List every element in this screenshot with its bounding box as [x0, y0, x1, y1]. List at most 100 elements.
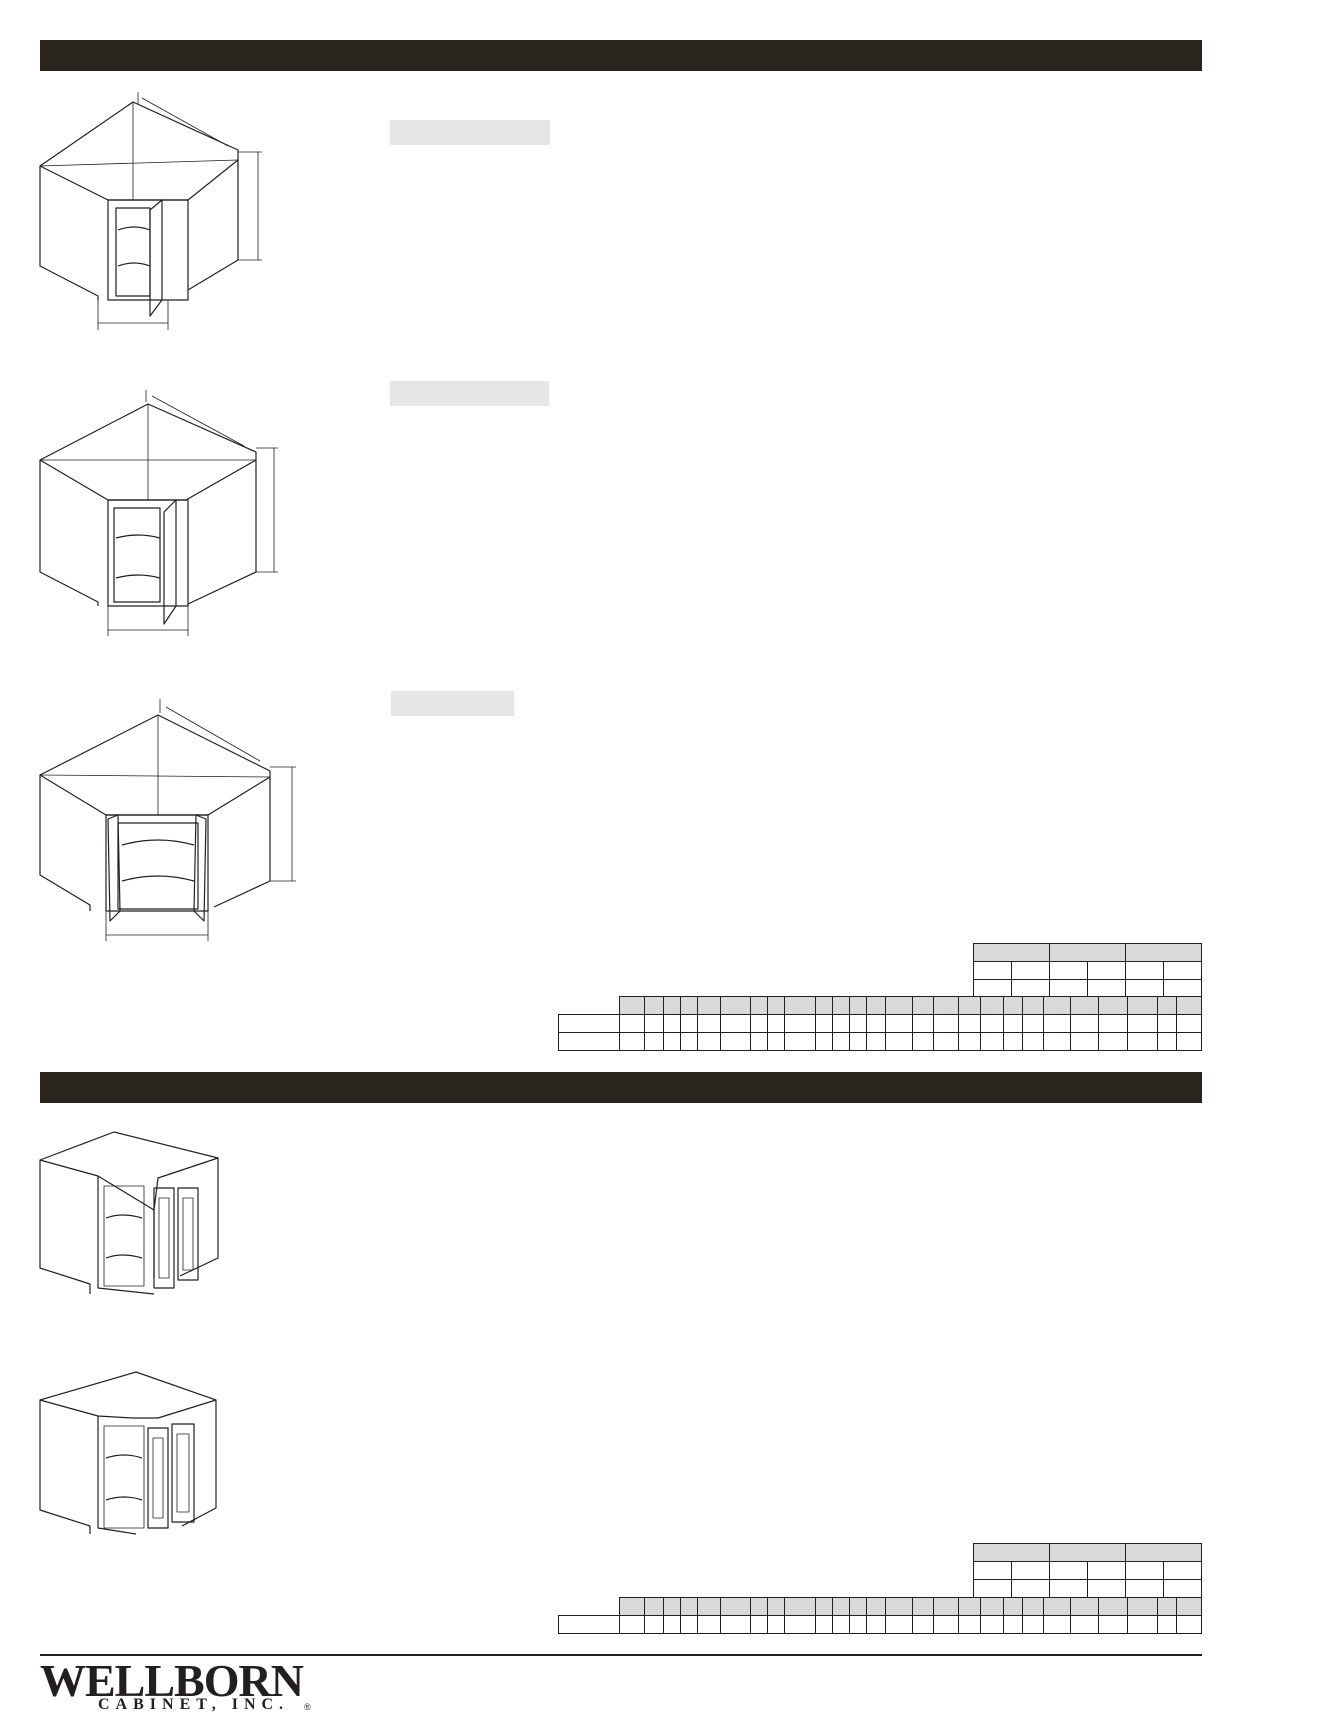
- option-header-cell: [720, 996, 751, 1015]
- option-header-cell: [933, 1597, 960, 1616]
- option-header-cell: [697, 996, 722, 1015]
- option-header-cell: [1127, 996, 1158, 1015]
- option-header-cell: [1002, 996, 1023, 1015]
- group-subheader-cell: [1011, 1579, 1050, 1598]
- row-label-cell: [557, 1615, 621, 1634]
- option-header-cell: [912, 1597, 935, 1616]
- table-row: [557, 1615, 1203, 1634]
- group-subheader-cell: [1125, 979, 1164, 998]
- option-header-cell: [680, 1597, 699, 1616]
- group-subheader-cell: [1125, 961, 1164, 980]
- option-header-cell: [865, 996, 886, 1015]
- table-row: [557, 1014, 1203, 1033]
- option-header-cell: [979, 996, 1004, 1015]
- price-group-header-table: [973, 1543, 1202, 1598]
- table-corner: [559, 997, 620, 1015]
- section-header-bar: [40, 1072, 1202, 1103]
- option-header-cell: [1002, 1597, 1023, 1616]
- group-subheader-cell: [1163, 961, 1202, 980]
- group-subheader-cell: [1087, 1579, 1126, 1598]
- group-header-cell: [1125, 1543, 1202, 1562]
- group-header-cell: [1049, 943, 1126, 962]
- group-subheader-cell: [973, 961, 1012, 980]
- option-header-cell: [1021, 1597, 1044, 1616]
- diagonal-corner-base-cabinet-drawing: [38, 90, 268, 340]
- option-header-cell: [749, 996, 768, 1015]
- easy-reach-corner-base-cabinet-drawing: [38, 1368, 223, 1540]
- option-header-cell: [1097, 996, 1129, 1015]
- option-header-cell: [619, 996, 646, 1015]
- option-header-cell: [1042, 996, 1072, 1015]
- option-header-cell: [1175, 1597, 1203, 1616]
- option-header-cell: [720, 1597, 751, 1616]
- group-header-cell: [1125, 943, 1202, 962]
- option-header-cell: [766, 1597, 785, 1616]
- option-header-cell: [663, 1597, 682, 1616]
- option-header-cell: [884, 1597, 914, 1616]
- row-label-cell: [557, 1014, 621, 1033]
- option-header-cell: [815, 996, 833, 1015]
- price-table: [557, 996, 1203, 1051]
- group-subheader-cell: [1011, 961, 1050, 980]
- logo-brand-name: WELLBORN: [40, 1655, 304, 1706]
- registered-mark: ®: [304, 1702, 311, 1712]
- option-header-cell: [1042, 1597, 1072, 1616]
- option-header-cell: [783, 1597, 817, 1616]
- group-header-cell: [1049, 1543, 1126, 1562]
- option-header-cell: [783, 996, 817, 1015]
- option-header-cell: [1021, 996, 1044, 1015]
- model-label-box: [390, 120, 550, 145]
- group-subheader-cell: [1163, 1579, 1202, 1598]
- row-label-cell: [557, 1032, 621, 1051]
- option-header-cell: [979, 1597, 1004, 1616]
- option-header-cell: [933, 996, 960, 1015]
- logo-subtitle: CABINET, INC.: [98, 1696, 290, 1713]
- easy-reach-corner-base-cabinet-drawing: [38, 1128, 223, 1300]
- option-header-cell: [644, 996, 665, 1015]
- group-subheader-cell: [1163, 979, 1202, 998]
- option-header-cell: [1156, 996, 1177, 1015]
- table-row: [557, 1032, 1203, 1051]
- option-header-cell: [831, 996, 850, 1015]
- group-header-cell: [973, 943, 1050, 962]
- diagonal-corner-base-double-door-drawing: [38, 685, 300, 947]
- group-subheader-cell: [1049, 1579, 1088, 1598]
- model-label-box: [390, 381, 549, 406]
- option-header-cell: [958, 1597, 981, 1616]
- option-header-cell: [831, 1597, 850, 1616]
- option-header-cell: [815, 1597, 833, 1616]
- group-header-cell: [973, 1543, 1050, 1562]
- option-header-cell: [1127, 1597, 1158, 1616]
- group-subheader-cell: [973, 1561, 1012, 1580]
- group-subheader-cell: [1087, 961, 1126, 980]
- option-header-cell: [644, 1597, 665, 1616]
- group-subheader-cell: [1125, 1579, 1164, 1598]
- group-subheader-cell: [1049, 1561, 1088, 1580]
- model-label-box: [391, 691, 514, 716]
- option-header-cell: [912, 996, 935, 1015]
- option-header-cell: [848, 1597, 867, 1616]
- group-subheader-cell: [973, 979, 1012, 998]
- option-header-cell: [848, 996, 867, 1015]
- option-header-cell: [766, 996, 785, 1015]
- group-subheader-cell: [1049, 961, 1088, 980]
- group-subheader-cell: [1011, 979, 1050, 998]
- option-header-cell: [663, 996, 682, 1015]
- option-header-cell: [697, 1597, 722, 1616]
- option-header-cell: [619, 1597, 646, 1616]
- section-header-bar: [40, 40, 1202, 71]
- option-header-cell: [865, 1597, 886, 1616]
- option-header-cell: [1097, 1597, 1129, 1616]
- group-subheader-cell: [1163, 1561, 1202, 1580]
- option-header-cell: [1070, 1597, 1099, 1616]
- option-header-cell: [1156, 1597, 1177, 1616]
- group-subheader-cell: [1125, 1561, 1164, 1580]
- price-table: [557, 1597, 1203, 1634]
- option-header-cell: [958, 996, 981, 1015]
- group-subheader-cell: [1087, 1561, 1126, 1580]
- group-subheader-cell: [1087, 979, 1126, 998]
- option-header-cell: [749, 1597, 768, 1616]
- diagonal-corner-base-cabinet-drawing: [38, 352, 283, 642]
- option-header-cell: [1070, 996, 1099, 1015]
- wellborn-logo: WELLBORN CABINET, INC. ®: [40, 1656, 330, 1716]
